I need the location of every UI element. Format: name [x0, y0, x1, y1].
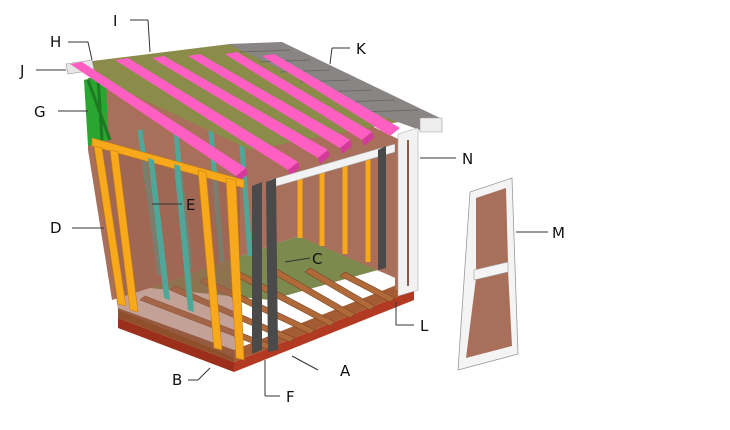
front-studs [93, 145, 245, 361]
rafters [70, 52, 400, 189]
label-k: K [356, 40, 367, 58]
door-jambs [252, 146, 386, 354]
back-wall-studs [297, 152, 371, 262]
label-h: H [50, 33, 61, 51]
door-panel-lower [466, 270, 512, 358]
label-c: C [312, 250, 322, 268]
front-inner-studs [148, 158, 194, 312]
door-mid-rail [473, 261, 509, 281]
door [457, 177, 519, 371]
rafter-2 [115, 58, 298, 170]
rafter-5 [225, 52, 372, 140]
label-i: I [113, 12, 117, 30]
right-wall [395, 127, 419, 297]
back-frame-green [84, 74, 112, 146]
label-e: E [186, 196, 195, 214]
rafter-3 [152, 56, 328, 158]
label-d: D [50, 219, 62, 237]
callout-lines [36, 19, 548, 397]
label-l: L [420, 317, 429, 335]
rafter-4 [188, 54, 350, 148]
label-j: J [19, 62, 24, 80]
skid-side [118, 318, 234, 372]
rafter-1 [70, 62, 246, 176]
label-f: F [286, 388, 295, 406]
roof-trim-right [419, 117, 443, 133]
door-panel-upper [476, 188, 508, 270]
skid-front [234, 290, 414, 372]
rafter-6 [262, 54, 400, 136]
label-g: G [34, 103, 46, 121]
callout-labels: A B C D E F G H I J K L M N [19, 12, 565, 406]
label-n: N [462, 150, 473, 168]
front-wall [91, 137, 386, 361]
label-m: M [552, 224, 565, 242]
label-b: B [172, 371, 182, 389]
label-a: A [340, 362, 351, 380]
roof-sheet [68, 44, 420, 150]
